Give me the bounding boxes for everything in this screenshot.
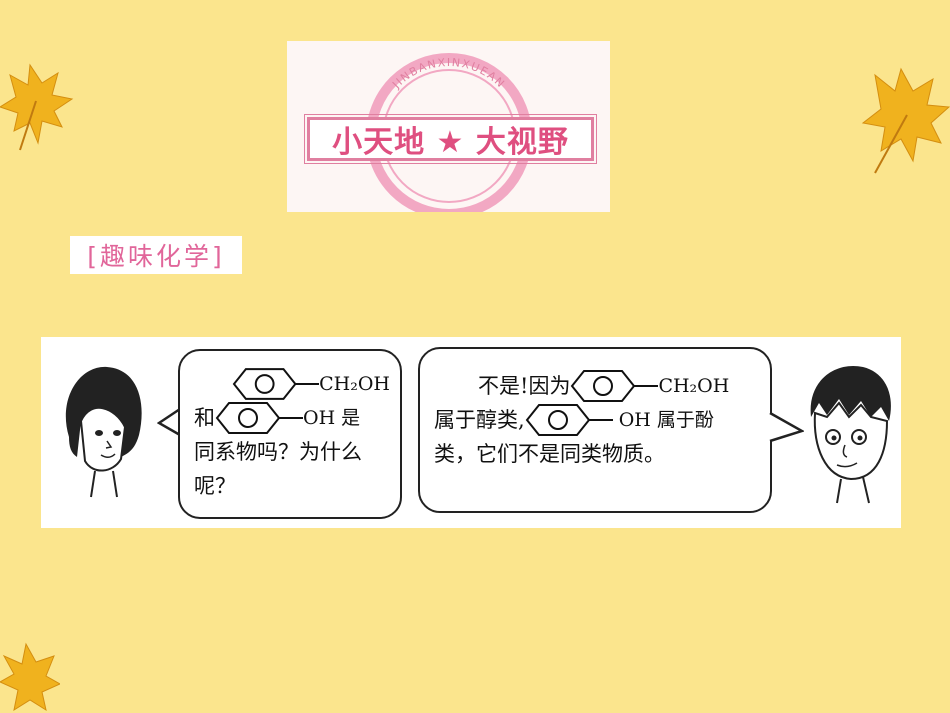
- formula-oh: OH 是: [303, 407, 361, 429]
- speech-bubble-right: 不是!因为 CH₂OH 属于醇类, OH 属于酚 类，它们不是同类物质。: [418, 347, 772, 513]
- maple-leaf-icon: [861, 67, 950, 174]
- benzene-ring-icon: [232, 368, 320, 400]
- svg-text:JINBANXINXUEAN: JINBANXINXUEAN: [389, 56, 507, 92]
- text-he: 和: [194, 406, 215, 430]
- answer-conclusion: 类，它们不是同类物质。: [434, 442, 665, 466]
- section-heading: [趣味化学]: [70, 236, 242, 274]
- benzene-ring-icon: [525, 404, 613, 436]
- formula-ch2oh: CH₂OH: [319, 373, 390, 395]
- answer-phenol: OH 属于酚: [618, 409, 714, 431]
- girl-face-icon: [65, 366, 142, 498]
- formula-ch2oh: CH₂OH: [658, 375, 730, 397]
- banner-title: 小天地 ★ 大视野: [304, 114, 597, 164]
- answer-lead: 不是!因为: [478, 374, 571, 398]
- banner: JINBANXINXUEAN 小天地 ★ 大视野: [287, 41, 610, 212]
- answer-alcohol: 属于醇类,: [434, 408, 525, 432]
- benzene-ring-icon: [571, 370, 659, 402]
- question-end: 呢？: [194, 474, 236, 498]
- boy-face-icon: [810, 365, 891, 504]
- benzene-ring-icon: [215, 402, 303, 434]
- comic-panel: CH₂OH 和 OH 是 同系物吗？为什么 呢？ 不是!因为 CH₂OH 属于醇…: [41, 337, 901, 528]
- banner-arc-text: JINBANXINXUEAN: [389, 56, 506, 92]
- speech-bubble-left: CH₂OH 和 OH 是 同系物吗？为什么 呢？: [178, 349, 402, 519]
- maple-leaf-icon: [0, 642, 60, 712]
- question-line: 同系物吗？为什么: [194, 440, 362, 464]
- bubble-tail: [157, 407, 181, 437]
- maple-leaf-icon: [0, 63, 74, 151]
- bubble-tail: [769, 411, 804, 443]
